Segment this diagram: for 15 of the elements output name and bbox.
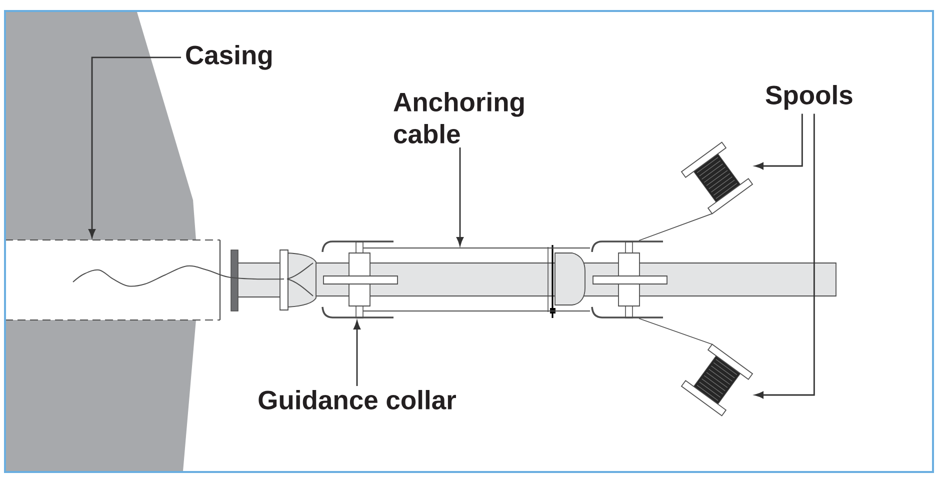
part-label: Anchoring cable bbox=[394, 92, 524, 144]
collar bbox=[322, 240, 398, 318]
collar bbox=[591, 240, 668, 318]
cable-tube bbox=[363, 247, 590, 312]
cable-line bbox=[638, 213, 712, 241]
part-label: Guidance collar bbox=[258, 390, 456, 410]
part-label: Spools bbox=[766, 84, 852, 110]
cable-line bbox=[638, 318, 712, 345]
leader-line bbox=[754, 114, 815, 398]
leader-line bbox=[354, 320, 360, 386]
leader-line bbox=[88, 56, 181, 238]
part-label: Casing bbox=[186, 44, 272, 70]
leader-line bbox=[456, 147, 464, 246]
leader-line bbox=[754, 114, 803, 170]
casing-pipe bbox=[5, 239, 221, 321]
